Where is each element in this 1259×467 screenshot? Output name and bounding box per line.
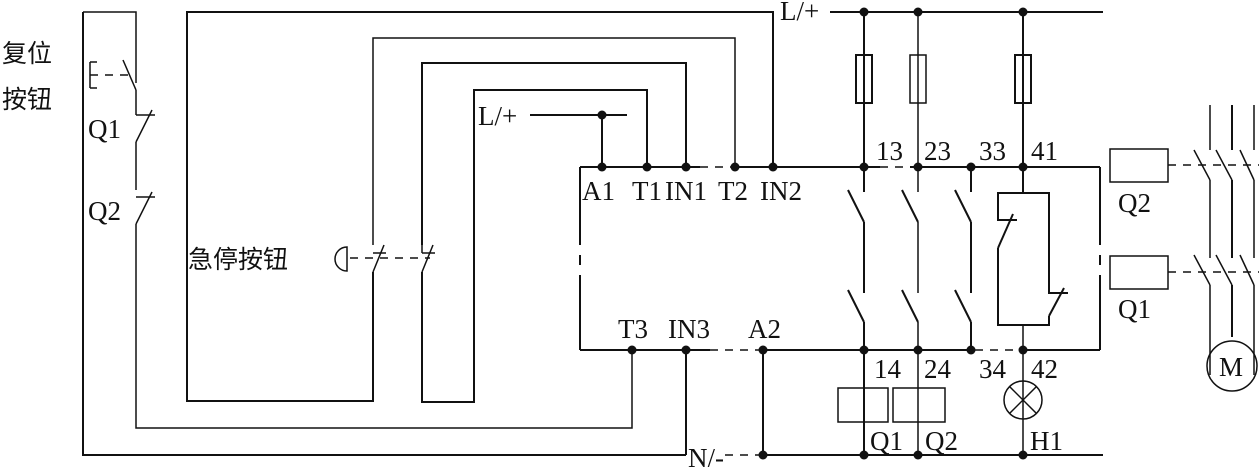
main-coil-q1 (1109, 255, 1169, 290)
reset-button-label-1: 复位 (2, 39, 52, 68)
estop-channel-wires (186, 11, 774, 403)
contact-41: 41 (1031, 136, 1058, 166)
lamp-h1-label: H1 (1030, 426, 1063, 456)
contact-23: 23 (924, 136, 951, 166)
top-terminals (597, 162, 778, 172)
emergency-stop-label: 急停按钮 (188, 245, 288, 274)
contact-42: 42 (1031, 354, 1058, 384)
neutral-label: N/- (688, 443, 724, 467)
motor-label: M (1219, 352, 1243, 382)
terminal-in2: IN2 (760, 176, 802, 206)
terminal-a1: A1 (582, 176, 615, 206)
output-loads (837, 350, 1043, 455)
supply-inner-label: L/+ (478, 101, 517, 131)
terminal-in1: IN1 (665, 176, 707, 206)
supply-top-label: L/+ (780, 0, 819, 26)
interlock-q1-label: Q1 (88, 114, 121, 144)
terminal-a2: A2 (748, 314, 781, 344)
terminal-in3: IN3 (668, 314, 710, 344)
contact-34: 34 (979, 354, 1007, 384)
motor-icon (1206, 340, 1258, 392)
safety-contacts (847, 167, 1068, 350)
contact-13: 13 (876, 136, 903, 166)
lamp-icon (1003, 380, 1043, 420)
terminal-t3: T3 (618, 314, 648, 344)
terminal-t2: T2 (718, 176, 748, 206)
contact-24: 24 (924, 354, 952, 384)
contact-14: 14 (874, 354, 902, 384)
main-q1-label: Q1 (1118, 294, 1151, 324)
interlock-q2-label: Q2 (88, 196, 121, 226)
coil-q1-label: Q1 (870, 426, 903, 456)
main-q2-label: Q2 (1118, 188, 1151, 218)
reset-loop-wires (82, 11, 686, 456)
coil-q2-label: Q2 (925, 426, 958, 456)
coil-q2 (892, 387, 946, 423)
reset-button-label-2: 按钮 (2, 85, 52, 114)
fuses (855, 12, 1032, 167)
terminal-t1: T1 (632, 176, 662, 206)
coil-q1 (837, 387, 889, 423)
main-contactors (1109, 105, 1259, 392)
main-coil-q2 (1109, 148, 1169, 183)
contact-33: 33 (979, 136, 1006, 166)
